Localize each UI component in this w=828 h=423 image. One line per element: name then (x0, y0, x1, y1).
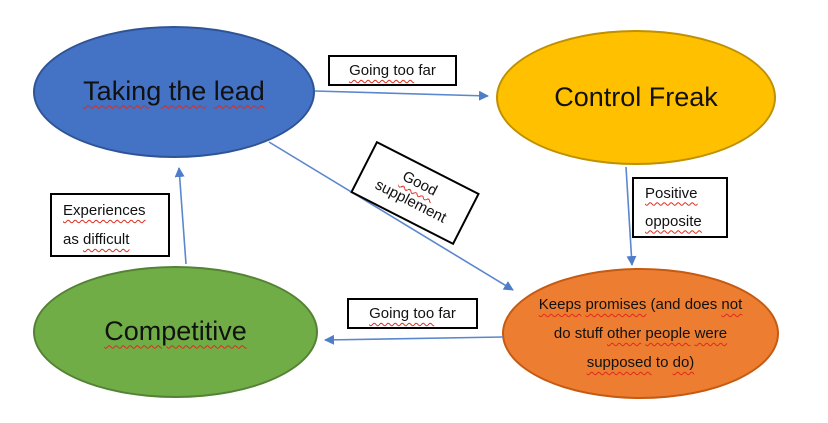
label-line: as difficult (63, 225, 129, 254)
node-label-text: Taking the lead (83, 76, 265, 107)
label-segment: difficult (83, 231, 130, 248)
label-segment: as (63, 231, 79, 248)
label-line: Going too far (369, 305, 456, 322)
label-box-going-too-far-top[interactable]: Going too far (328, 55, 457, 86)
label-segment: Taking the (83, 76, 207, 107)
node-taking-the-lead[interactable]: Taking the lead (33, 26, 315, 158)
label-segment: Going too (369, 305, 435, 322)
label-box-experiences-as-difficult[interactable]: Experiences as difficult (50, 193, 170, 257)
label-segment: far (418, 62, 436, 79)
label-segment: promises (585, 296, 647, 313)
connector-competitive-to-lead[interactable] (174, 167, 187, 265)
node-competitive[interactable]: Competitive (33, 266, 318, 398)
label-segment: not (721, 296, 743, 313)
node-label-line: Keeps promises (and does not (539, 290, 743, 319)
label-box-going-too-far-bottom[interactable]: Going too far (347, 298, 478, 329)
label-segment: other (607, 325, 642, 342)
label-line: Experiences (63, 196, 146, 225)
label-segment: supposed (586, 354, 652, 371)
label-box-positive-opposite[interactable]: Positive opposite (632, 177, 728, 238)
node-label-line: supposed to do) (587, 348, 695, 377)
label-segment: do stuff (553, 325, 603, 342)
node-label-text: Competitive (104, 316, 247, 347)
node-label-line: do stuff other people were (554, 319, 727, 348)
label-segment: far (438, 305, 456, 322)
label-segment: do) (672, 354, 695, 371)
label-line: Going too far (349, 62, 436, 79)
label-line: opposite (645, 208, 702, 236)
label-segment: people (645, 325, 691, 342)
label-segment: opposite (645, 212, 702, 230)
connector-promises-to-competitive[interactable] (324, 334, 504, 345)
connector-lead-to-controlfreak[interactable] (314, 90, 489, 101)
label-segment: lead (213, 76, 265, 107)
label-box-good-supplement[interactable]: Good supplement (350, 140, 480, 246)
node-label-text: Control Freak (554, 81, 718, 112)
label-segment: Experiences (63, 202, 146, 219)
label-segment: Going too (349, 62, 415, 79)
label-line: Positive (645, 180, 698, 208)
node-control-freak[interactable]: Control Freak (496, 30, 776, 165)
label-segment: Positive (645, 184, 698, 202)
label-segment: (and does (650, 296, 718, 313)
node-keeps-promises[interactable]: Keeps promises (and does not do stuff ot… (502, 268, 779, 399)
label-segment: Keeps (538, 296, 582, 313)
connector-lead-to-promises[interactable] (268, 141, 514, 291)
connector-controlfreak-to-promises[interactable] (625, 166, 637, 266)
label-segment: were (694, 325, 728, 342)
label-segment: to (655, 354, 669, 371)
